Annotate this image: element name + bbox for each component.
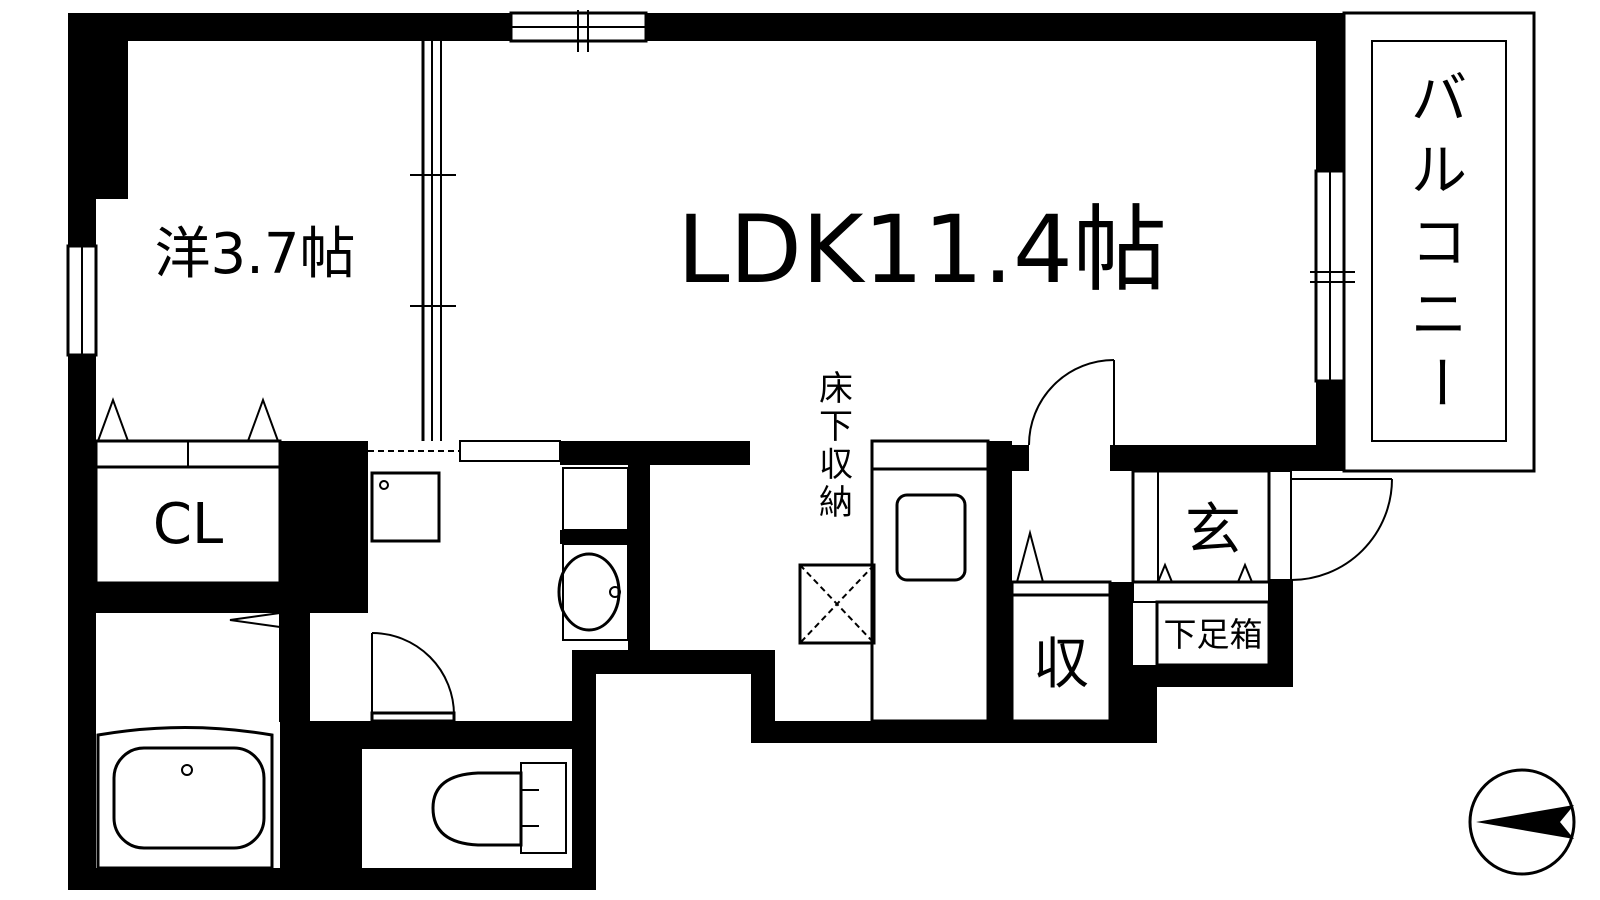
outer-walls bbox=[68, 13, 1344, 890]
underfloor-char-1: 床 bbox=[819, 369, 853, 409]
kitchen bbox=[798, 439, 990, 723]
bathroom bbox=[96, 612, 303, 870]
storage-label: 収 bbox=[1033, 632, 1089, 697]
balcony bbox=[1342, 11, 1536, 473]
balcony-char-2: ル bbox=[1411, 139, 1467, 204]
washroom bbox=[368, 440, 629, 723]
balcony-char-4: ニ bbox=[1411, 283, 1467, 348]
underfloor-char-4: 納 bbox=[819, 483, 853, 523]
interior-walls bbox=[96, 441, 1133, 868]
storage bbox=[1010, 359, 1115, 723]
closet-label: CL bbox=[153, 492, 223, 557]
balcony-char-1: バ bbox=[1411, 67, 1467, 132]
entrance bbox=[1131, 469, 1393, 667]
ldk-label: LDK11.4帖 bbox=[677, 196, 1167, 305]
windows bbox=[66, 10, 1355, 383]
sliding-partition bbox=[410, 41, 456, 441]
closet bbox=[94, 397, 282, 585]
toilet bbox=[431, 762, 567, 854]
balcony-char-5-wrap: ー bbox=[1407, 354, 1472, 410]
shoe-box-label: 下足箱 bbox=[1164, 615, 1263, 654]
underfloor-char-3: 収 bbox=[819, 445, 853, 485]
north-arrow-icon bbox=[1468, 768, 1576, 876]
balcony-char-3: コ bbox=[1411, 211, 1467, 276]
western-room-label: 洋3.7帖 bbox=[154, 222, 355, 287]
underfloor-char-2: 下 bbox=[819, 407, 853, 447]
entrance-label: 玄 bbox=[1185, 498, 1241, 563]
balcony-char-5: ー bbox=[1407, 354, 1472, 410]
